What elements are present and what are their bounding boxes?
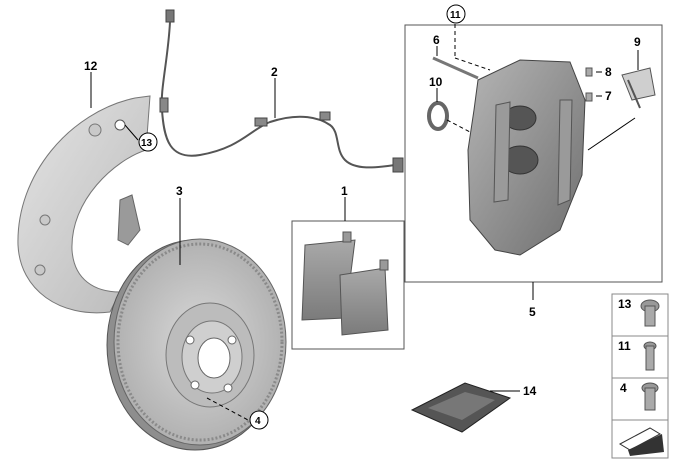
leader-lines xyxy=(90,24,639,421)
dust-shield xyxy=(17,95,151,314)
callout-14: 14 xyxy=(523,384,537,398)
brake-pads-box xyxy=(291,220,405,350)
callout-13-circle xyxy=(138,132,158,152)
fastener-label-11: 11 xyxy=(618,339,631,353)
fastener-label-13: 13 xyxy=(618,297,632,311)
fastener-tile-4 xyxy=(611,377,669,421)
fastener-panel: 13 11 4 xyxy=(611,293,669,459)
callout-8: 8 xyxy=(605,65,612,79)
fastener-tile-11 xyxy=(611,335,669,379)
caliper-pin xyxy=(432,56,479,80)
callout-6: 6 xyxy=(433,33,440,47)
callout-5: 5 xyxy=(529,305,536,319)
bleeder-screws xyxy=(585,67,593,102)
callout-4-circle xyxy=(249,410,269,430)
callout-1: 1 xyxy=(341,184,348,198)
callout-4: 4 xyxy=(255,416,261,427)
callout-2: 2 xyxy=(271,65,278,79)
callout-9: 9 xyxy=(634,35,641,49)
callout-12: 12 xyxy=(84,59,98,73)
callout-11-circle xyxy=(446,4,466,24)
brake-disc xyxy=(106,238,287,451)
bolt-11-icon xyxy=(643,341,657,371)
callout-7: 7 xyxy=(605,89,612,103)
seal-ring xyxy=(427,101,449,131)
fastener-tile-13 xyxy=(611,293,669,337)
arrow-icon xyxy=(618,427,664,456)
bolt-4-icon xyxy=(641,382,659,411)
wear-sensor-cable xyxy=(159,9,404,173)
callout-10: 10 xyxy=(429,75,443,89)
silicone-sachet xyxy=(410,382,512,433)
bolt-13-icon xyxy=(640,299,660,327)
callouts: 12 13 2 3 1 4 5 6 11 10 8 7 9 14 xyxy=(84,4,641,430)
fastener-label-4: 4 xyxy=(620,381,627,395)
callout-3: 3 xyxy=(176,184,183,198)
brake-pads xyxy=(301,231,389,336)
callout-13: 13 xyxy=(141,138,153,149)
brake-caliper xyxy=(467,59,586,256)
callout-11: 11 xyxy=(450,10,461,21)
spring-clip xyxy=(621,67,656,109)
